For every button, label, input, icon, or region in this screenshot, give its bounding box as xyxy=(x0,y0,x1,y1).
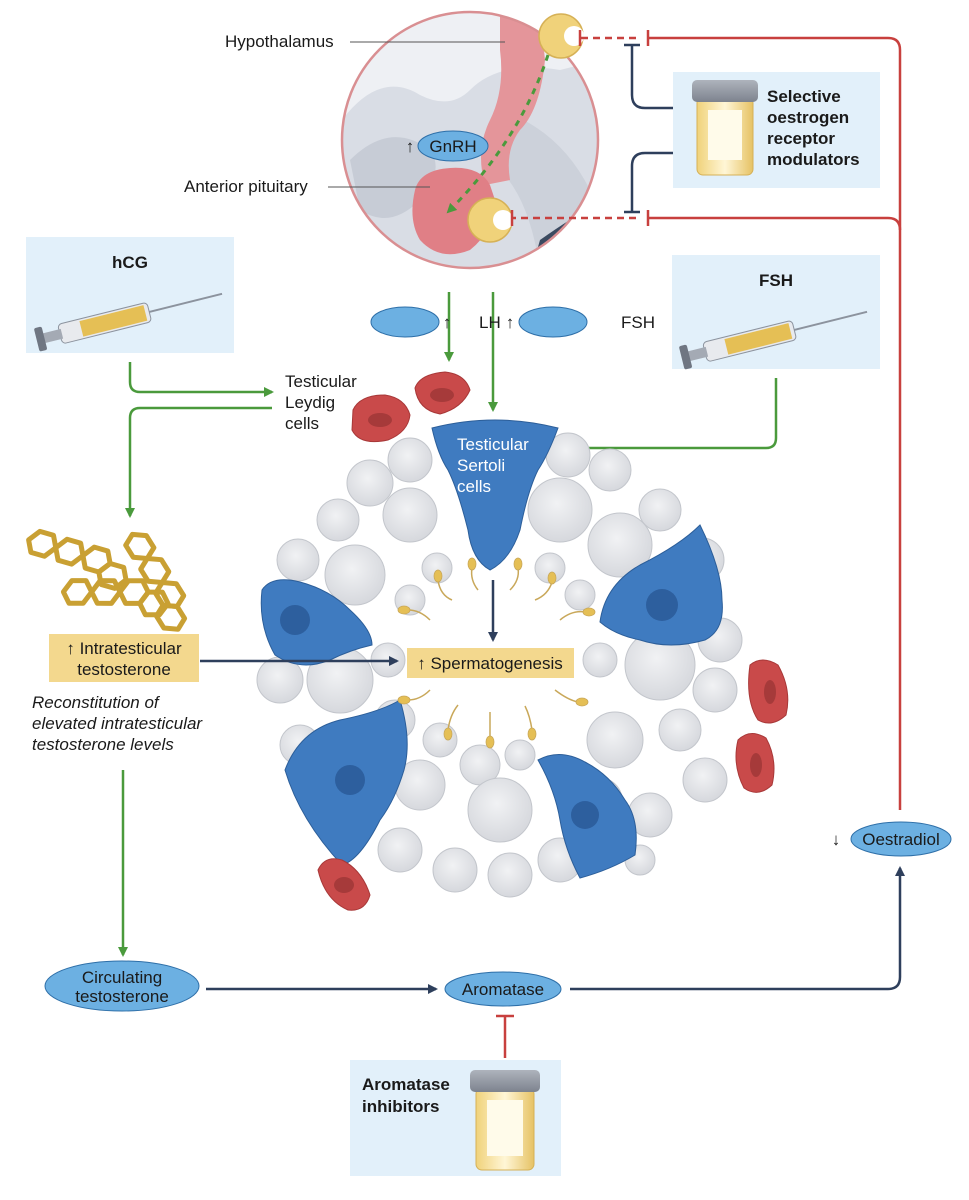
serm-inhibition-lines xyxy=(624,43,690,214)
sperm-heads xyxy=(397,557,596,749)
lh-up-arrow: ↑ xyxy=(443,313,452,332)
serm-label-line1: Selective xyxy=(767,87,841,106)
intratesticular-testosterone-box xyxy=(49,634,199,682)
fsh-hormone xyxy=(518,306,588,338)
reconstitution-note-line1: Reconstitution of xyxy=(32,693,161,712)
ai-label-line1: Aromatase xyxy=(362,1075,450,1094)
aromatase-label: Aromatase xyxy=(462,980,544,999)
reconstitution-note-line2: elevated intratesticular xyxy=(32,714,203,733)
circulating-label-line2: testosterone xyxy=(75,987,169,1006)
oestradiol-label: Oestradiol xyxy=(862,830,939,849)
spermatogenesis-box xyxy=(407,648,574,678)
serm-label-line3: receptor xyxy=(767,129,835,148)
sertoli-label-line3: cells xyxy=(457,477,491,496)
sertoli-label-line1: Testicular xyxy=(457,435,529,454)
fsh-to-sertoli-arrow xyxy=(556,378,778,453)
aromatase-to-oestradiol-arrow xyxy=(570,866,905,991)
hcg-label: hCG xyxy=(112,253,148,272)
oestradiol-node xyxy=(850,821,952,857)
serm-drug-box: Selective oestrogen receptor modulators xyxy=(673,72,880,188)
hypothalamus-receptor-icon xyxy=(538,13,584,59)
circulating-testosterone-node xyxy=(44,960,200,1012)
lh-label: LH xyxy=(479,313,501,332)
reconstitution-note-line3: testosterone levels xyxy=(32,735,174,754)
serm-label-line4: modulators xyxy=(767,150,860,169)
hcg-syringe-icon xyxy=(34,292,223,352)
circulating-label-line1: Circulating xyxy=(82,968,162,987)
serm-pill-jar-icon xyxy=(692,80,758,176)
fsh-hormone-label: FSH xyxy=(621,313,655,332)
spermatogenesis-label: ↑ Spermatogenesis xyxy=(417,654,563,673)
leydig-label-line3: cells xyxy=(285,414,319,433)
hcg-to-leydig-arrow xyxy=(128,362,274,397)
anterior-pituitary-label: Anterior pituitary xyxy=(184,177,308,196)
sertoli-nuclei xyxy=(280,589,678,829)
ai-pill-jar-icon xyxy=(470,1070,540,1171)
seminiferous-tubule-illustration xyxy=(256,371,789,911)
fsh-drug-box: FSH xyxy=(672,255,880,370)
gnrh-up-arrow: ↑ xyxy=(406,137,415,156)
leydig-to-testosterone-arrow xyxy=(125,406,272,518)
gnrh-label: GnRH xyxy=(429,137,476,156)
lh-hormone xyxy=(370,306,440,338)
aromatase-inhibitor-drug-box: Aromatase inhibitors xyxy=(350,1060,561,1176)
serm-label-line2: oestrogen xyxy=(767,108,849,127)
leydig-label-line2: Leydig xyxy=(285,393,335,412)
oestradiol-feedback-lines xyxy=(510,30,902,810)
leydig-label-line1: Testicular xyxy=(285,372,357,391)
aromatase-node xyxy=(444,971,562,1007)
hypothalamus-label: Hypothalamus xyxy=(225,32,334,51)
hcg-drug-box: hCG xyxy=(26,237,234,353)
testosterone-molecule-icons xyxy=(26,528,188,632)
intratesticular-label-line1: ↑ Intratesticular xyxy=(66,639,182,658)
fsh-up-arrow: ↑ xyxy=(506,313,515,332)
oestradiol-down-arrow: ↓ xyxy=(832,830,841,849)
ai-label-line2: inhibitors xyxy=(362,1097,439,1116)
gnrh-hormone xyxy=(417,130,489,162)
fsh-syringe-icon xyxy=(679,310,868,370)
pituitary-receptor-icon xyxy=(467,197,513,243)
intratesticular-label-line2: testosterone xyxy=(77,660,171,679)
sertoli-label-line2: Sertoli xyxy=(457,456,505,475)
hypothalamus-pituitary-illustration: GnRH ↑ xyxy=(340,10,600,270)
fsh-drug-label: FSH xyxy=(759,271,793,290)
